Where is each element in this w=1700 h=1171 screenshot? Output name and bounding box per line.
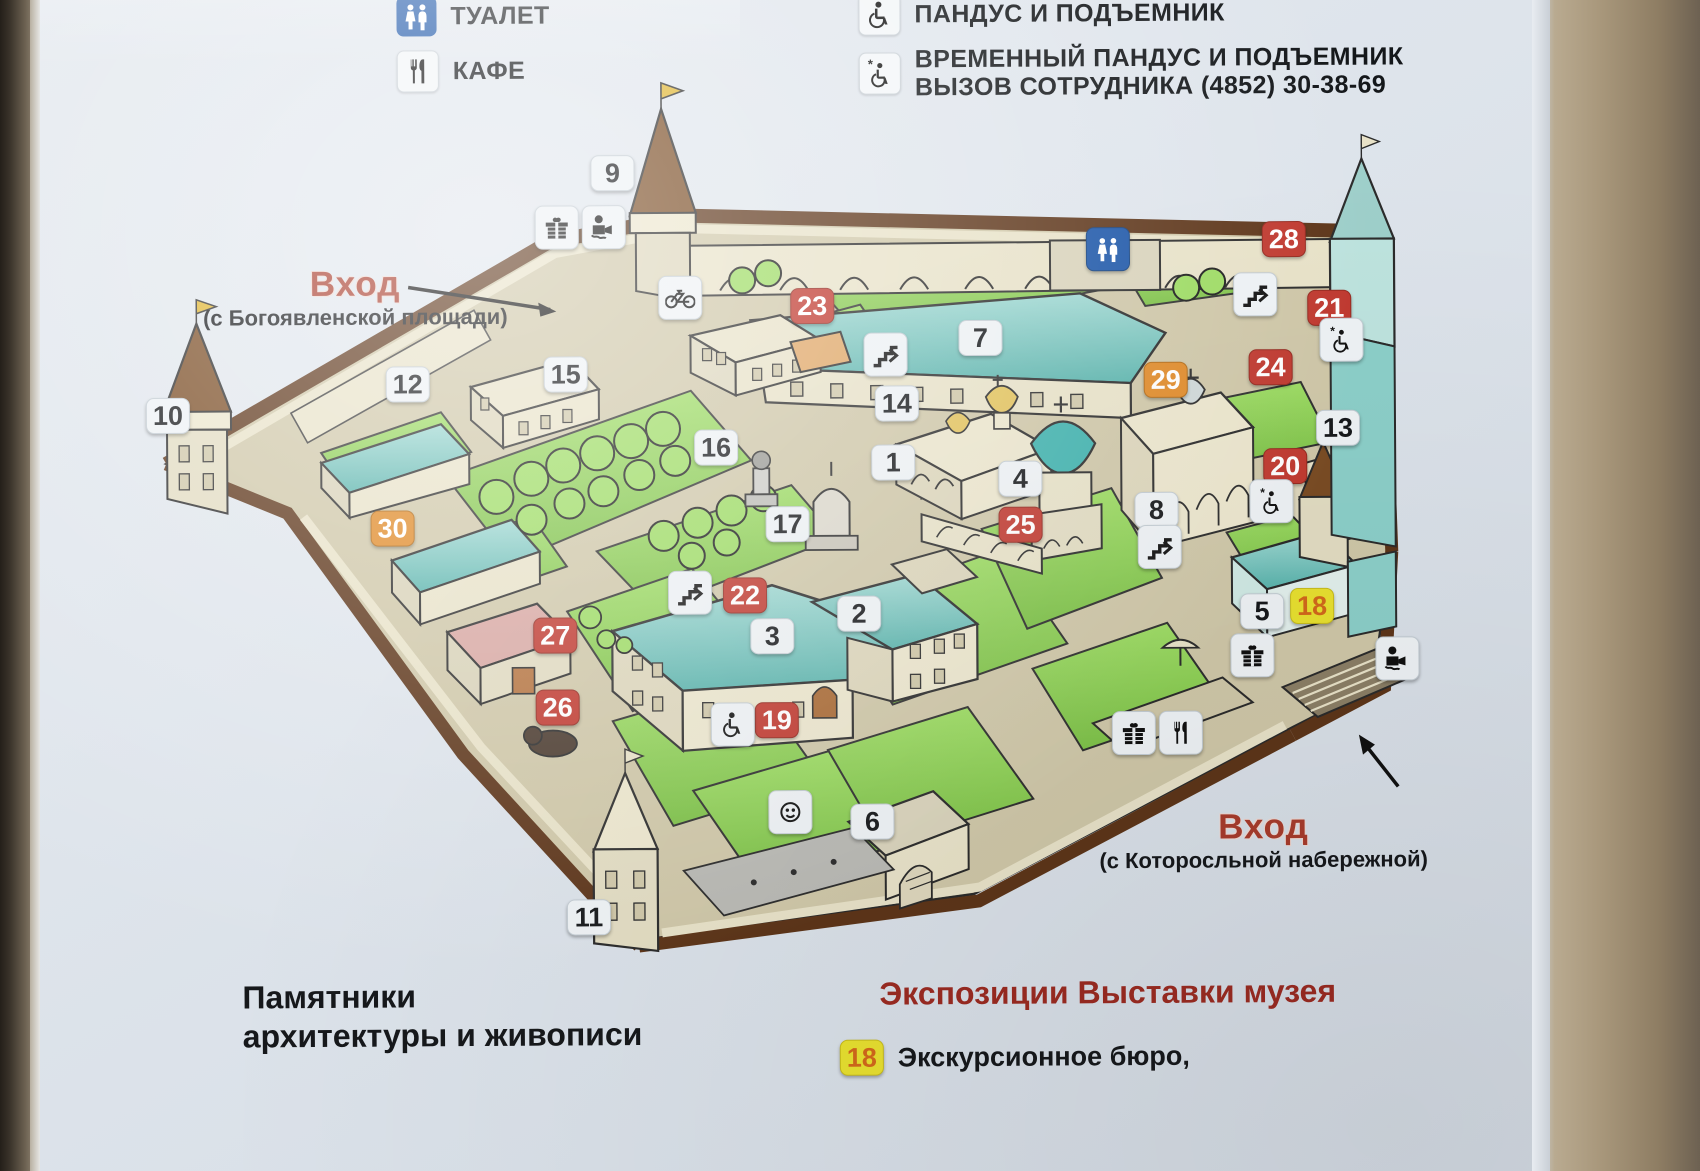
photo-frame-left (0, 0, 34, 1171)
svg-text:*: * (1330, 326, 1335, 338)
photo-frame-right (1535, 0, 1700, 1171)
photo-frame-right-inner (1532, 0, 1550, 1171)
stairs-up-icon (1137, 524, 1182, 570)
information-panel: ТУАЛЕТ КАФЕ (0, 0, 1636, 1171)
map-marker-17[interactable]: 17 (765, 506, 810, 543)
stairs-up-icon (863, 332, 908, 377)
entrance-subtitle-2: (с Которосльной набережной) (1099, 846, 1428, 874)
legend-label-temp-ramp-wrap: ВРЕМЕННЫЙ ПАНДУС И ПОДЪЕМНИК ВЫЗОВ СОТРУ… (915, 42, 1404, 101)
map-marker-18[interactable]: 18 (1289, 587, 1335, 625)
map-marker-8[interactable]: 8 (1134, 491, 1179, 529)
monuments-line1: Памятники (242, 978, 417, 1016)
child-icon (768, 790, 813, 835)
kremlin-map-illustration (161, 81, 1415, 953)
exposition-item-18-text: Экскурсионное бюро, (897, 1040, 1190, 1072)
wheelchair-asterisk-icon: * (1319, 317, 1364, 362)
entrance-kotorosl: Вход (с Которосльной набережной) (1093, 806, 1433, 874)
photo-frame-left-inner (30, 0, 40, 1171)
map-marker-29[interactable]: 29 (1143, 361, 1188, 398)
legend-label-toilet: ТУАЛЕТ (450, 1, 550, 31)
legend-right: ПАНДУС И ПОДЪЕМНИК * ВРЕМЕННЫЙ ПАНДУС И … (858, 0, 1404, 102)
map-marker-5[interactable]: 5 (1240, 593, 1285, 630)
map-marker-13[interactable]: 13 (1315, 409, 1361, 446)
entrance-bogoyavlenskaya: Вход (с Богоявленской площади) (190, 264, 520, 332)
map-marker-19[interactable]: 19 (754, 702, 799, 739)
map-marker-4[interactable]: 4 (998, 460, 1043, 497)
wheelchair-asterisk-icon: * (1249, 479, 1294, 524)
map-marker-14[interactable]: 14 (874, 385, 919, 422)
legend-label-staff-call: ВЫЗОВ СОТРУДНИКА (4852) 30-38-69 (914, 70, 1387, 102)
legend-left: ТУАЛЕТ КАФЕ (396, 0, 550, 93)
legend-label-ramp: ПАНДУС И ПОДЪЕМНИК (914, 0, 1225, 29)
cutlery-icon (1158, 710, 1204, 755)
legend-item-temp-ramp: * ВРЕМЕННЫЙ ПАНДУС И ПОДЪЕМНИК ВЫЗОВ СОТ… (858, 42, 1404, 101)
map-marker-28[interactable]: 28 (1261, 220, 1306, 258)
entrance-title-1: Вход (309, 264, 401, 305)
legend-item-ramp: ПАНДУС И ПОДЪЕМНИК (858, 0, 1403, 36)
entrance-title-2: Вход (1218, 806, 1309, 847)
legend-item-cafe: КАФЕ (396, 50, 550, 93)
wheelchair-icon (710, 702, 755, 747)
map-marker-25[interactable]: 25 (998, 506, 1043, 543)
stairs-up-icon (1233, 272, 1278, 317)
stairs-up-icon (667, 570, 713, 615)
restroom-icon (1085, 227, 1131, 272)
map-marker-23[interactable]: 23 (790, 287, 835, 325)
map-marker-30[interactable]: 30 (370, 510, 415, 547)
map-marker-24[interactable]: 24 (1248, 349, 1293, 386)
legend-label-temp-ramp: ВРЕМЕННЫЙ ПАНДУС И ПОДЪЕМНИК (914, 42, 1404, 74)
map-marker-1[interactable]: 1 (871, 444, 916, 481)
map-marker-6[interactable]: 6 (850, 803, 895, 840)
wheelchair-asterisk-icon: * (858, 52, 901, 95)
map-marker-2[interactable]: 2 (837, 595, 882, 632)
legend-item-toilet: ТУАЛЕТ (396, 0, 550, 37)
map-marker-26[interactable]: 26 (535, 689, 580, 726)
restroom-icon (396, 0, 437, 37)
gift-icon (1230, 633, 1275, 678)
map-marker-27[interactable]: 27 (533, 617, 578, 654)
svg-text:*: * (868, 58, 874, 71)
map-marker-22[interactable]: 22 (722, 577, 768, 614)
guide-icon (581, 205, 626, 250)
gift-icon (534, 205, 579, 250)
section-title-expositions: Экспозиции Выставки музея (879, 972, 1337, 1012)
map-marker-11[interactable]: 11 (566, 899, 612, 936)
monuments-line2: архитектуры и живописи (242, 1016, 643, 1055)
cutlery-icon (396, 50, 439, 93)
bicycle-icon (658, 275, 703, 320)
wheelchair-icon (858, 0, 901, 36)
marker-18-legend: 18 (839, 1039, 884, 1076)
entrance-subtitle-1: (с Богоявленской площади) (202, 303, 508, 331)
map-marker-10[interactable]: 10 (145, 397, 191, 435)
map-marker-3[interactable]: 3 (750, 618, 795, 655)
map-marker-7[interactable]: 7 (958, 319, 1003, 357)
map-marker-16[interactable]: 16 (694, 429, 739, 466)
map-marker-12[interactable]: 12 (385, 366, 430, 403)
legend-label-cafe: КАФЕ (452, 56, 526, 86)
guide-icon (1375, 636, 1420, 681)
map-marker-15[interactable]: 15 (543, 356, 588, 393)
map-marker-9[interactable]: 9 (590, 155, 635, 192)
exposition-item-18[interactable]: 18 Экскурсионное бюро, (839, 1038, 1190, 1076)
svg-text:*: * (1260, 487, 1265, 499)
gift-icon (1111, 710, 1157, 756)
section-title-monuments: Памятники архитектуры и живописи (242, 975, 762, 1056)
